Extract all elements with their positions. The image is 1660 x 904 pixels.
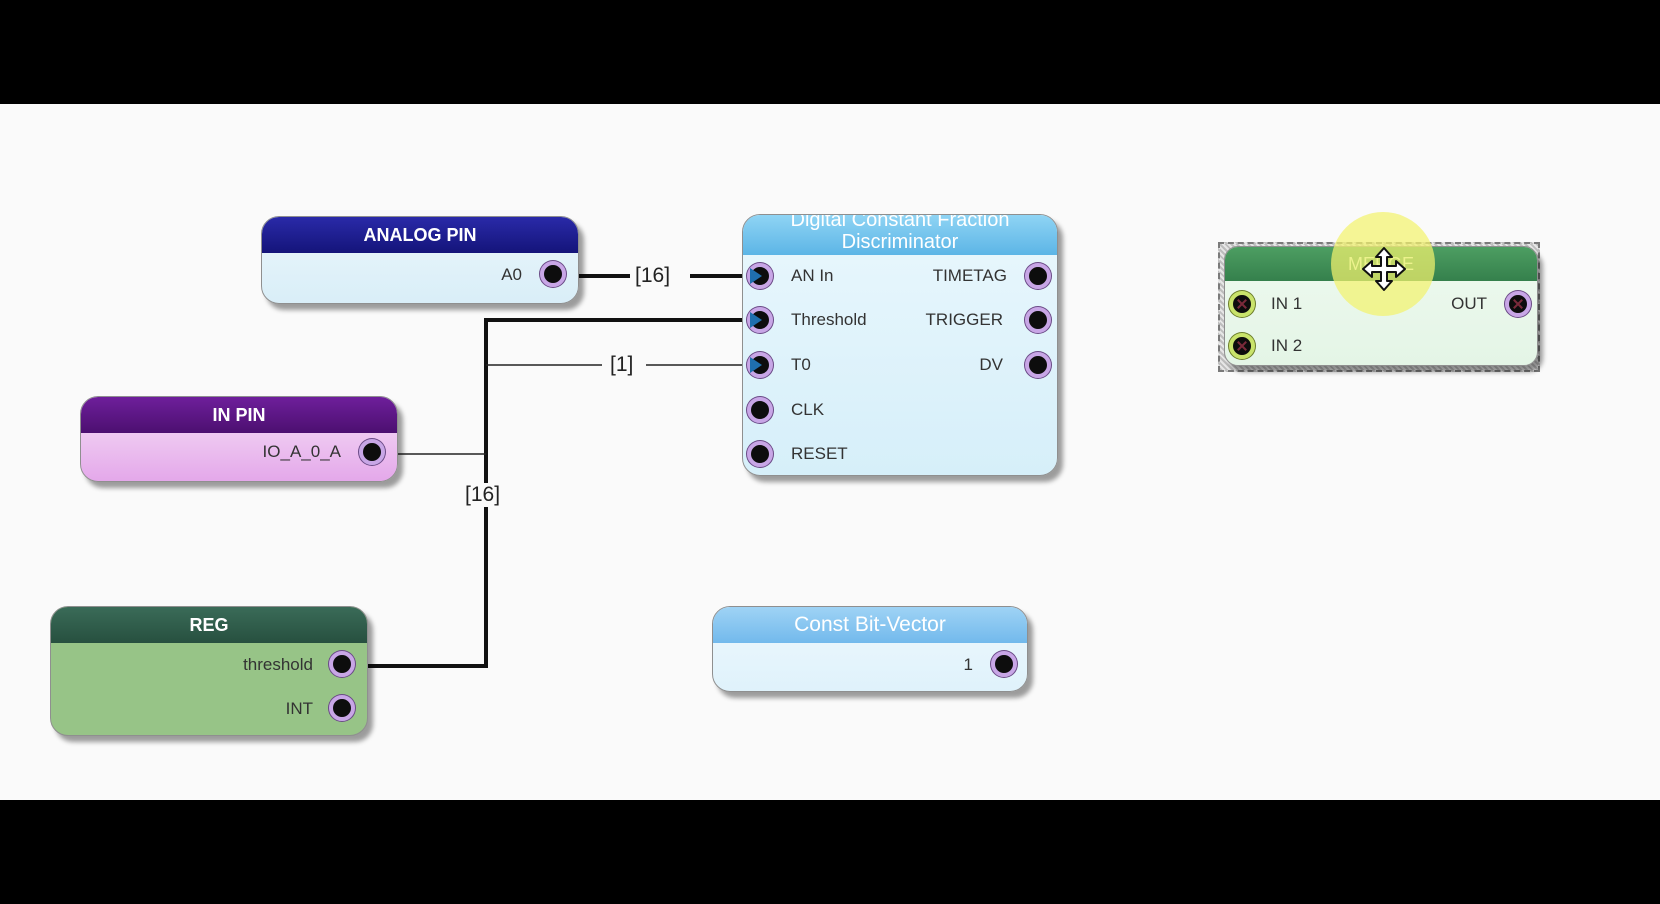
- dcfd-timetag-label: TIMETAG: [932, 266, 1007, 285]
- dcfd-dv-port[interactable]: [1025, 352, 1051, 378]
- reg-title: REG: [51, 607, 367, 643]
- wire-label-t0-width: [1]: [607, 353, 637, 377]
- dcfd-clk-port[interactable]: [747, 397, 773, 423]
- letterbox-bottom: [0, 800, 1660, 904]
- dcfd-clk-label: CLK: [791, 400, 825, 419]
- an-in-arrow-icon: [750, 268, 762, 284]
- dcfd-title: Digital Constant Fraction Discriminator: [743, 215, 1057, 255]
- reg-node[interactable]: REG threshold INT: [50, 606, 368, 736]
- analog-pin-a0-port[interactable]: [540, 261, 566, 287]
- t0-arrow-icon: [750, 357, 762, 373]
- merge-out-label: OUT: [1451, 294, 1487, 313]
- merge-in2-label: IN 2: [1271, 336, 1303, 355]
- merge-in1-port[interactable]: [1229, 291, 1255, 317]
- dcfd-trigger-port[interactable]: [1025, 307, 1051, 333]
- dcfd-reset-port[interactable]: [747, 441, 773, 467]
- wire-label-an-in-width: [16]: [632, 264, 674, 288]
- move-cursor-icon: [1362, 247, 1406, 291]
- dcfd-reset-label: RESET: [791, 444, 848, 463]
- dcfd-dv-label: DV: [979, 355, 1003, 374]
- dcfd-trigger-label: TRIGGER: [925, 310, 1003, 329]
- in-pin-port-label: IO_A_0_A: [262, 442, 341, 461]
- wire-label-threshold-width: [16]: [462, 483, 504, 507]
- dcfd-node[interactable]: Digital Constant Fraction Discriminator …: [742, 214, 1058, 476]
- const-bit-vector-value-label: 1: [963, 655, 973, 674]
- reg-threshold-port[interactable]: [329, 651, 355, 677]
- const-bit-vector-title: Const Bit-Vector: [713, 607, 1027, 643]
- in-pin-title: IN PIN: [81, 397, 397, 433]
- merge-out-port[interactable]: [1505, 291, 1531, 317]
- letterbox-top: [0, 0, 1660, 104]
- dcfd-timetag-port[interactable]: [1025, 263, 1051, 289]
- reg-threshold-label: threshold: [243, 655, 313, 674]
- analog-pin-title: ANALOG PIN: [262, 217, 578, 253]
- reg-int-port[interactable]: [329, 695, 355, 721]
- dcfd-title-line-2: Discriminator: [841, 231, 959, 253]
- dcfd-t0-label: T0: [791, 355, 811, 374]
- dcfd-threshold-label: Threshold: [791, 310, 867, 329]
- dcfd-an-in-label: AN In: [791, 266, 834, 285]
- merge-in2-port[interactable]: [1229, 333, 1255, 359]
- const-bit-vector-node[interactable]: Const Bit-Vector 1: [712, 606, 1028, 692]
- wire-reg-threshold-to-threshold[interactable]: [352, 318, 752, 668]
- threshold-arrow-icon: [750, 312, 762, 328]
- in-pin-node[interactable]: IN PIN IO_A_0_A: [80, 396, 398, 482]
- analog-pin-port-label: A0: [501, 265, 522, 284]
- analog-pin-node[interactable]: ANALOG PIN A0: [261, 216, 579, 304]
- in-pin-io-port[interactable]: [359, 439, 385, 465]
- diagram-canvas[interactable]: [16] [1] [16] ANALOG PIN A0 IN PIN IO_A_…: [0, 104, 1660, 800]
- dcfd-title-line-1: Digital Constant Fraction: [790, 215, 1010, 231]
- merge-in1-label: IN 1: [1271, 294, 1303, 313]
- const-bit-vector-port[interactable]: [991, 651, 1017, 677]
- reg-int-label: INT: [285, 699, 313, 718]
